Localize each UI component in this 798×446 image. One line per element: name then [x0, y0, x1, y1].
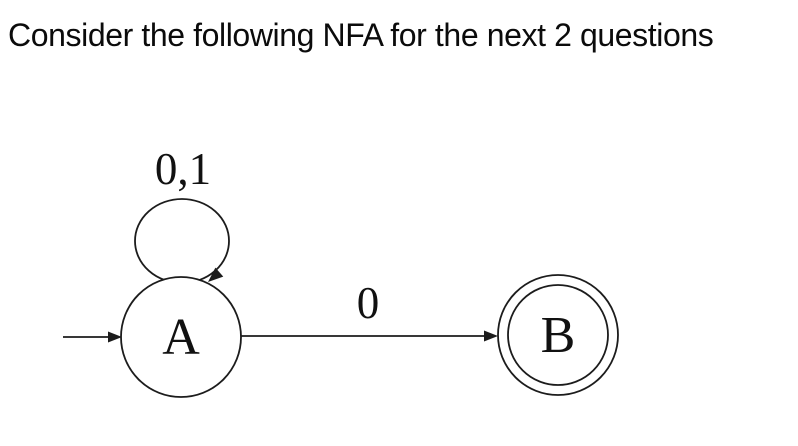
state-b-inner-circle — [507, 284, 609, 386]
self-loop-arrowhead-icon — [208, 267, 224, 282]
transition-a-b-arrowhead-icon — [484, 330, 498, 342]
state-a-label: A — [162, 309, 200, 366]
question-title: Consider the following NFA for the next … — [8, 17, 714, 53]
transition-a-b-label: 0 — [357, 278, 380, 328]
self-loop-label: 0,1 — [155, 144, 211, 194]
start-arrowhead-icon — [108, 331, 122, 343]
state-b-label: B — [541, 307, 576, 364]
